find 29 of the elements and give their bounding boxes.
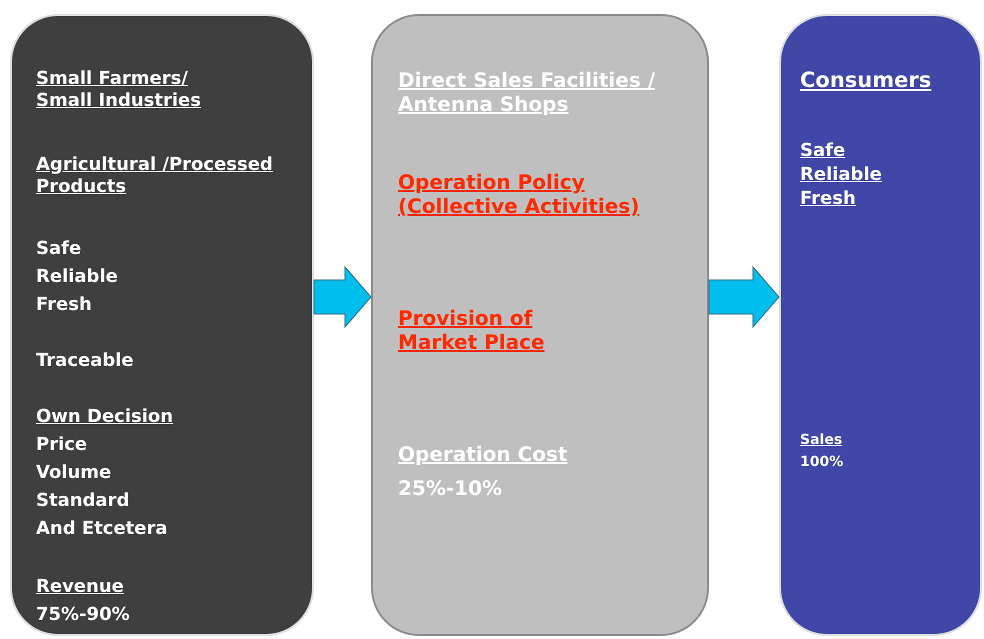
body-text: Standard: [36, 490, 130, 512]
heading-text: Consumers: [800, 68, 932, 94]
body-text: Reliable: [36, 266, 118, 288]
heading-text: Revenue: [36, 576, 124, 598]
heading-text: Operation Cost: [398, 442, 568, 466]
heading-text: Fresh: [800, 188, 856, 210]
body-text: 75%-90%: [36, 604, 130, 626]
body-text: Price: [36, 434, 88, 456]
heading-text: Reliable: [800, 164, 882, 186]
heading-text: Safe: [800, 140, 846, 162]
column-panel: [779, 14, 982, 636]
body-text: Fresh: [36, 294, 92, 316]
column-panel: [371, 14, 709, 636]
column-panel: [10, 14, 314, 636]
heading-text: Small Farmers/ Small Industries: [36, 68, 202, 112]
body-text: Volume: [36, 462, 112, 484]
body-text: And Etcetera: [36, 518, 168, 540]
block-arrow: [708, 266, 780, 328]
heading-text: Agricultural /Processed Products: [36, 154, 274, 198]
heading-text: Operation Policy (Collective Activities): [398, 170, 640, 218]
heading-text: Provision of Market Place: [398, 306, 546, 354]
heading-text: Direct Sales Facilities / Antenna Shops: [398, 68, 656, 116]
heading-text: Sales: [800, 432, 842, 449]
block-arrow: [314, 266, 372, 328]
body-text: Safe: [36, 238, 82, 260]
body-text: 25%-10%: [398, 476, 502, 500]
body-text: Traceable: [36, 350, 134, 372]
heading-text: Own Decision: [36, 406, 174, 428]
body-text: 100%: [800, 454, 844, 471]
